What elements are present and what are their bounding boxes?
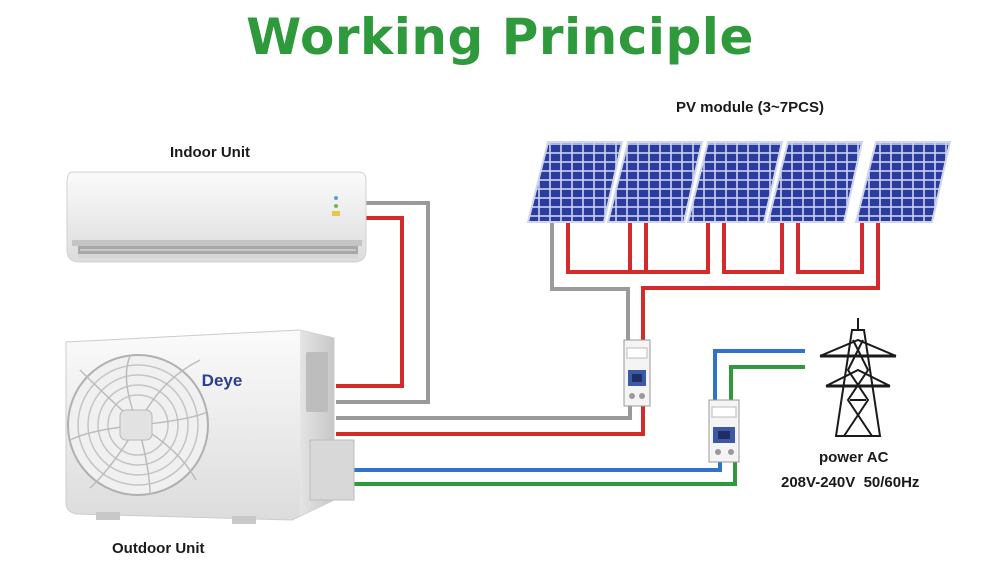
pv-panel-array — [528, 142, 950, 222]
pv-panel — [608, 142, 702, 222]
pv-wiring — [552, 223, 878, 340]
ac-supply-wiring — [715, 351, 805, 400]
pv-module-label: PV module (3~7PCS) — [676, 99, 824, 116]
outdoor-unit: Deye — [66, 330, 354, 524]
fan-grille-icon — [68, 355, 208, 495]
pv-panel — [768, 142, 862, 222]
ac-breaker — [709, 400, 739, 462]
brand-logo: Deye — [202, 371, 243, 390]
indoor-unit-label: Indoor Unit — [170, 144, 250, 161]
breaker-to-outdoor-wiring — [330, 406, 735, 484]
pv-panel — [688, 142, 782, 222]
indoor-unit — [67, 172, 366, 262]
pv-panel — [856, 142, 950, 222]
voltage-label: 208V-240V 50/60Hz — [781, 474, 919, 491]
dc-breaker — [624, 340, 650, 406]
pv-panel — [528, 142, 622, 222]
outdoor-unit-label: Outdoor Unit — [112, 540, 204, 557]
transmission-tower-icon — [820, 318, 896, 436]
power-ac-label: power AC — [819, 449, 888, 466]
